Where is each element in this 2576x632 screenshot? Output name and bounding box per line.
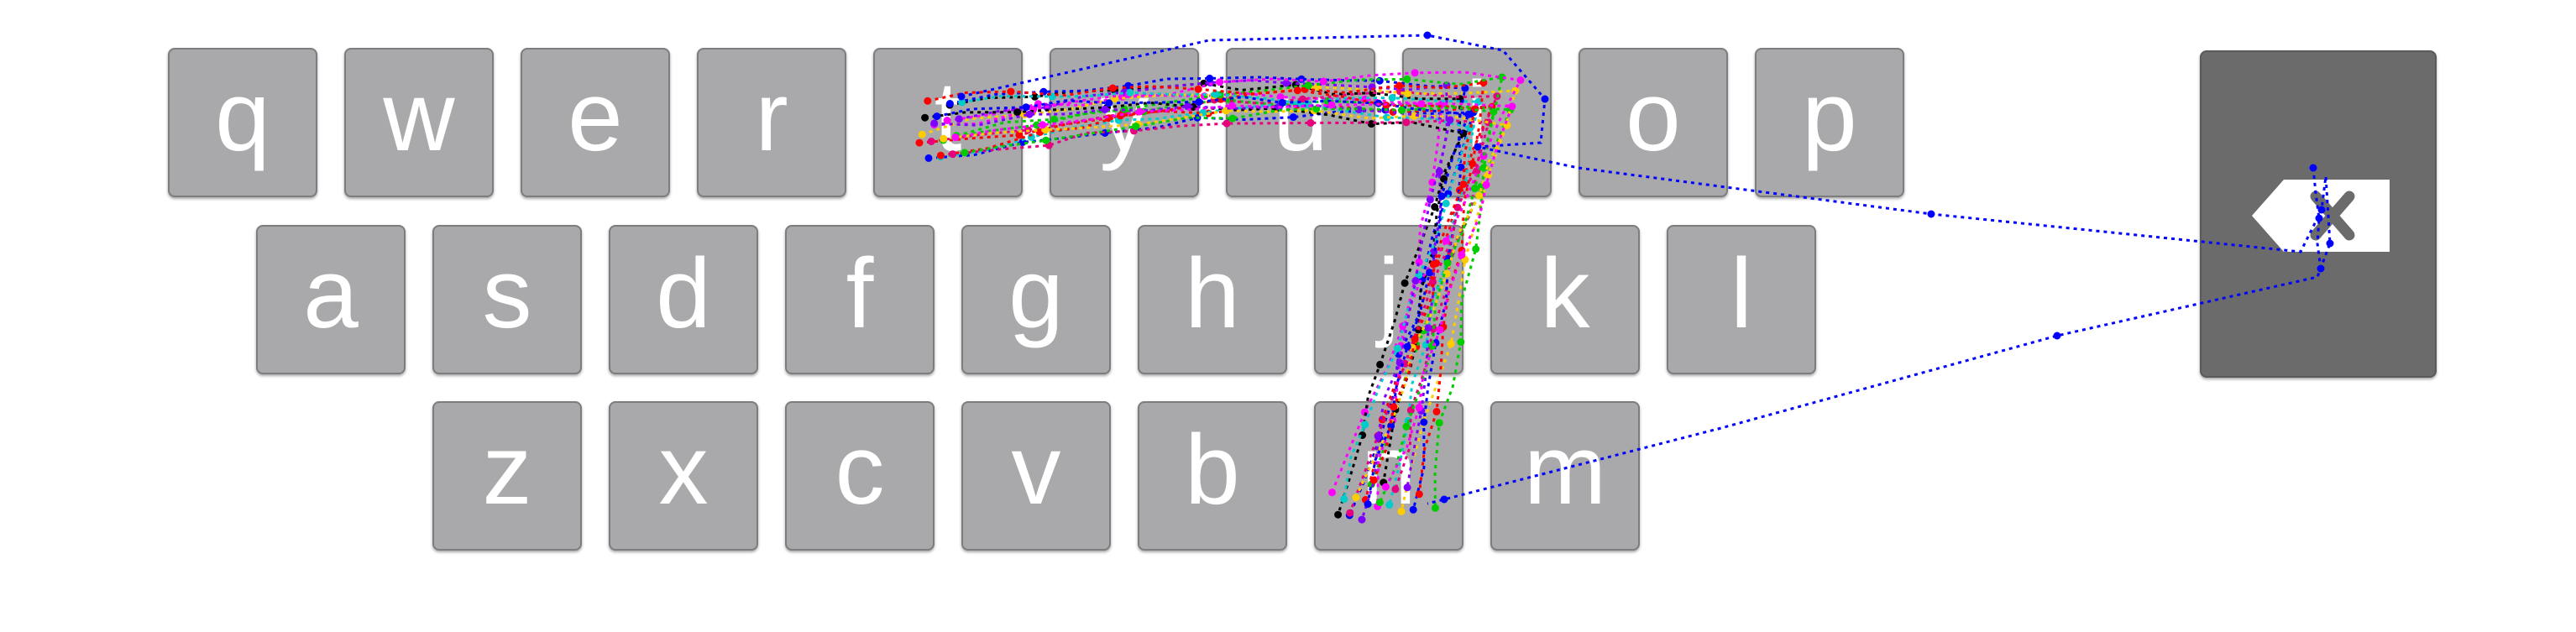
key-r[interactable]: r <box>697 48 846 197</box>
trace-point <box>1036 128 1045 136</box>
trace-point <box>1383 113 1391 122</box>
trace-point <box>1453 203 1462 212</box>
trace-point <box>1382 102 1390 109</box>
key-t[interactable]: t <box>873 48 1023 197</box>
trace-point <box>1039 87 1048 96</box>
trace-point <box>1927 210 1935 218</box>
key-l[interactable]: l <box>1667 225 1816 374</box>
key-v[interactable]: v <box>961 401 1111 551</box>
key-label: a <box>303 238 359 349</box>
trace-point <box>1216 78 1224 86</box>
trace-point <box>1027 133 1035 141</box>
trace-point <box>1200 92 1208 101</box>
trace-point <box>1374 99 1383 107</box>
key-label: z <box>482 415 532 525</box>
key-label: e <box>568 61 623 172</box>
key-o[interactable]: o <box>1579 48 1728 197</box>
key-w[interactable]: w <box>344 48 494 197</box>
key-label: s <box>482 238 532 349</box>
key-b[interactable]: b <box>1138 401 1287 551</box>
backspace-icon <box>2252 180 2390 252</box>
trace-point <box>1022 103 1030 112</box>
trace-point <box>1200 79 1208 87</box>
trace-point <box>1024 126 1032 134</box>
trace-point <box>1034 100 1042 108</box>
key-label: b <box>1185 415 1240 525</box>
key-z[interactable]: z <box>432 401 582 551</box>
trace-point <box>1210 96 1218 104</box>
trace-point <box>1472 245 1480 253</box>
key-label: x <box>658 415 709 525</box>
key-label: j <box>1377 238 1401 349</box>
trace-point <box>1212 90 1220 98</box>
key-label: c <box>835 415 885 525</box>
key-label: r <box>755 61 788 172</box>
key-label: o <box>1626 61 1681 172</box>
trace-point <box>1029 105 1038 113</box>
key-x[interactable]: x <box>609 401 758 551</box>
key-p[interactable]: p <box>1755 48 1904 197</box>
key-label: g <box>1008 238 1064 349</box>
key-d[interactable]: d <box>609 225 758 374</box>
key-q[interactable]: q <box>168 48 317 197</box>
trace-point <box>1388 94 1396 102</box>
key-f[interactable]: f <box>785 225 935 374</box>
trace-point <box>1216 91 1224 99</box>
trace-point <box>1031 92 1039 101</box>
trace-point <box>1381 106 1390 114</box>
key-u[interactable]: u <box>1226 48 1375 197</box>
key-label: m <box>1523 415 1607 525</box>
key-j[interactable]: j <box>1314 225 1463 374</box>
key-h[interactable]: h <box>1138 225 1287 374</box>
backspace-key[interactable] <box>2200 50 2437 378</box>
trace-point <box>1042 136 1050 144</box>
trace-point <box>1206 79 1214 87</box>
trace-point <box>1204 109 1212 118</box>
key-label: l <box>1730 238 1753 349</box>
trace-point <box>1442 199 1450 207</box>
key-label: p <box>1802 61 1857 172</box>
trace-point <box>1199 108 1207 117</box>
trace-point <box>1389 108 1397 116</box>
trace-point <box>1217 95 1225 103</box>
trace-point <box>1039 121 1047 129</box>
key-c[interactable]: c <box>785 401 935 551</box>
trace-point <box>1423 31 1432 39</box>
key-label: k <box>1540 238 1590 349</box>
key-s[interactable]: s <box>432 225 582 374</box>
trace-point <box>1210 91 1218 100</box>
key-label: d <box>656 238 711 349</box>
key-label: i <box>1465 61 1489 172</box>
key-label: w <box>383 61 455 172</box>
key-label: f <box>846 238 874 349</box>
trace-point <box>1041 126 1050 134</box>
key-label: t <box>934 61 962 172</box>
key-label: y <box>1099 61 1149 172</box>
trace-point <box>1206 74 1214 82</box>
key-k[interactable]: k <box>1490 225 1640 374</box>
key-g[interactable]: g <box>961 225 1111 374</box>
key-label: v <box>1011 415 1061 525</box>
trace-point <box>1431 203 1439 211</box>
trace-point <box>1025 110 1034 118</box>
key-label: q <box>215 61 270 172</box>
trace-point <box>2053 332 2061 340</box>
key-label: n <box>1361 415 1416 525</box>
key-i[interactable]: i <box>1402 48 1552 197</box>
key-label: h <box>1185 238 1240 349</box>
trace-point <box>1375 76 1384 85</box>
key-e[interactable]: e <box>521 48 670 197</box>
key-y[interactable]: y <box>1050 48 1199 197</box>
key-n[interactable]: n <box>1314 401 1463 551</box>
key-m[interactable]: m <box>1490 401 1640 551</box>
trace-point <box>1033 121 1041 129</box>
key-a[interactable]: a <box>256 225 406 374</box>
key-label: u <box>1273 61 1328 172</box>
